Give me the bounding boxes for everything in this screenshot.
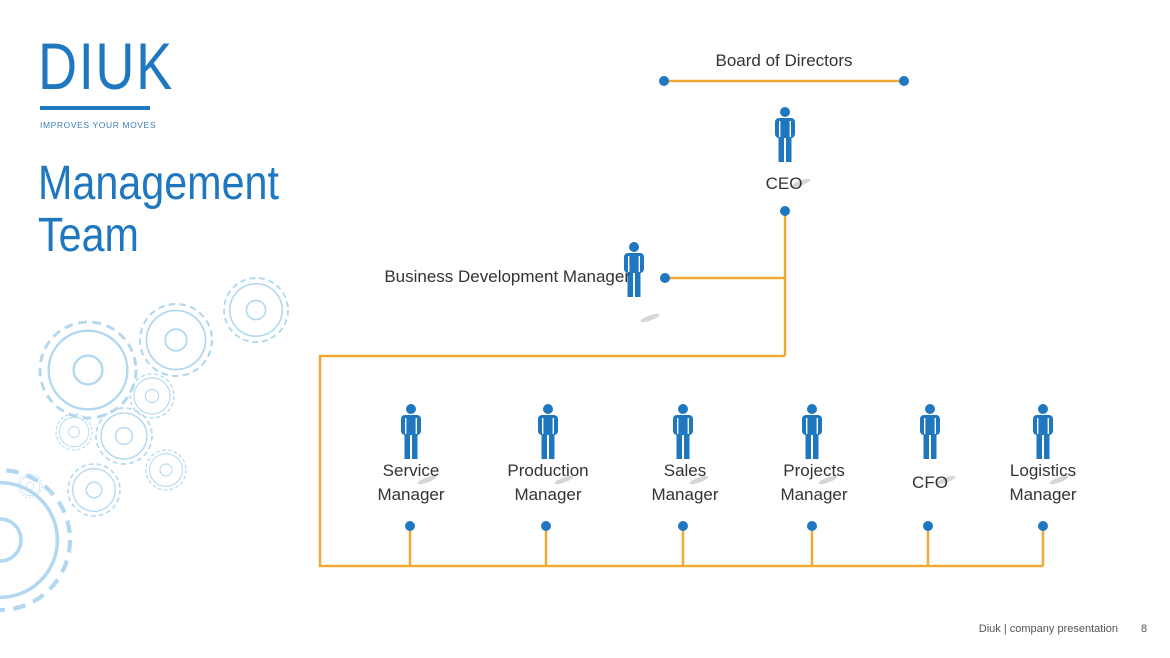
role-projects: Projects Manager	[753, 459, 875, 507]
role-logistics: Logistics Manager	[982, 459, 1104, 507]
team-bus	[318, 354, 1043, 568]
role-line: Projects	[783, 461, 845, 480]
node-dot	[660, 273, 670, 283]
bdm-label: Business Development Manager	[384, 267, 630, 286]
page-title-line2: Team	[38, 209, 139, 262]
role-cfo: CFO	[880, 471, 980, 495]
role-line: Manager	[651, 485, 719, 504]
node-dot	[899, 76, 909, 86]
page-title: Management Team	[38, 158, 279, 262]
node-dot	[923, 521, 933, 531]
role-line: Manager	[377, 485, 445, 504]
role-line: Manager	[1009, 485, 1077, 504]
role-line: Service	[382, 461, 440, 480]
role-line: Manager	[780, 485, 848, 504]
board-label: Board of Directors	[715, 51, 853, 70]
footer-text: Diuk | company presentation	[978, 623, 1118, 635]
role-line: Production	[507, 461, 589, 480]
node-dot	[659, 76, 669, 86]
role-line: Sales	[663, 461, 707, 480]
role-production: Production Manager	[487, 459, 609, 507]
role-line: Manager	[514, 485, 582, 504]
node-dot	[678, 521, 688, 531]
node-dot	[1038, 521, 1048, 531]
role-service: Service Manager	[350, 459, 472, 507]
role-line: Logistics	[1009, 461, 1077, 480]
ceo-label: CEO	[765, 174, 803, 193]
role-sales: Sales Manager	[624, 459, 746, 507]
page-number: 8	[1141, 623, 1148, 635]
node-dot	[541, 521, 551, 531]
logo-underline	[40, 106, 150, 110]
node-dot	[780, 206, 790, 216]
node-dot	[405, 521, 415, 531]
page-title-line1: Management	[38, 157, 279, 210]
node-dot	[807, 521, 817, 531]
role-line: CFO	[912, 473, 948, 492]
tagline: IMPROVES YOUR MOVES	[40, 120, 157, 130]
